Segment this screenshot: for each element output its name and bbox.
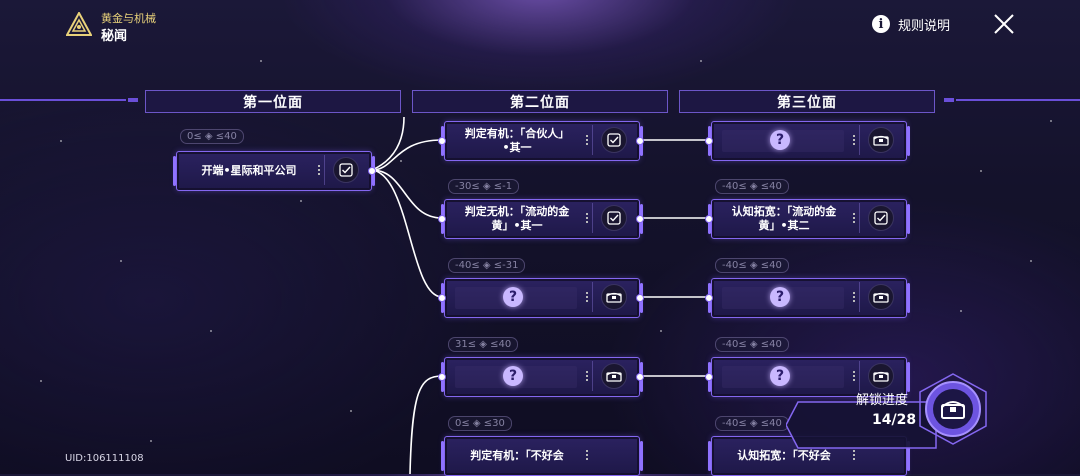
check-icon [601,127,627,153]
connector-dot [636,294,644,302]
plane3-node-4-locked[interactable]: ? [708,357,910,397]
more-icon [586,134,589,148]
node-slot [592,203,635,233]
check-icon [333,157,359,183]
question-icon: ? [503,366,523,386]
more-icon [853,370,856,384]
node-label: 判定无机：「流动的金黄」•其一 [464,205,570,232]
plane2-node-2[interactable]: 判定无机：「流动的金黄」•其一 [441,199,643,239]
progress-value: 14/28 [872,412,917,428]
header-rule-right [956,99,1080,101]
column-header-plane-1: 第一位面 [145,90,401,113]
connector-dot [705,294,713,302]
connector-dot [705,137,713,145]
header-rule-ornament [128,98,138,102]
chest-icon [868,284,894,310]
chest-icon [601,363,627,389]
question-icon: ? [770,130,790,150]
plane3-node-2[interactable]: 认知拓宽：「流动的金黄」•其二 [708,199,910,239]
connector-dot [705,215,713,223]
range-tag: 0≤ ◈ ≤30 [448,416,512,431]
node-slot [324,155,367,185]
connector-dot [438,373,446,381]
plane1-node-start[interactable]: 开端•星际和平公司 [173,151,375,191]
header-rule-left [0,99,126,101]
node-label: 认知拓宽：「不好会 [737,449,831,462]
node-slot [859,282,902,312]
range-tag: -40≤ ◈ ≤-31 [448,258,526,273]
node-label: 判定有机：「不好会 [470,449,564,462]
check-icon [601,205,627,231]
range-tag: -30≤ ◈ ≤-1 [448,179,520,194]
connector-dot [368,167,376,175]
node-slot [592,361,635,391]
more-icon [853,291,856,305]
connector-dot [438,294,446,302]
info-icon: i [872,15,890,33]
plane2-node-3-locked[interactable]: ? [441,278,643,318]
progress-label: 解锁进度 [856,393,909,408]
chest-icon [868,363,894,389]
column-header-plane-2: 第二位面 [412,90,668,113]
range-tag: -40≤ ◈ ≤40 [715,416,789,431]
node-slot [592,282,635,312]
node-slot [859,203,902,233]
header-rule-ornament-right [944,98,954,102]
node-slot [859,125,902,155]
progress-chest-button[interactable] [919,373,987,445]
check-icon [868,205,894,231]
node-label: 开端•星际和平公司 [201,164,297,177]
connector-dot [636,137,644,145]
plane2-node-4-locked[interactable]: ? [441,357,643,397]
more-icon [853,449,856,463]
page-title: 秘闻 [101,29,128,44]
node-slot [592,125,635,155]
connector-dot [438,215,446,223]
more-icon [586,212,589,226]
brand-subtitle: 黄金与机械 [101,12,156,25]
range-tag: -40≤ ◈ ≤40 [715,258,789,273]
node-slot [859,361,902,391]
more-icon [586,449,589,463]
plane2-node-5[interactable]: 判定有机：「不好会 [441,436,643,476]
chest-icon [941,401,965,419]
node-label: 认知拓宽：「流动的金黄」•其二 [731,205,837,232]
connector-dot [438,137,446,145]
connector-dot [636,215,644,223]
question-icon: ? [770,366,790,386]
connector-dot [705,373,713,381]
range-tag: 31≤ ◈ ≤40 [448,337,519,352]
more-icon [853,212,856,226]
question-icon: ? [770,287,790,307]
more-icon [853,134,856,148]
plane3-node-1-locked[interactable]: ? [708,121,910,161]
column-header-plane-3: 第三位面 [679,90,935,113]
more-icon [318,164,321,178]
question-icon: ? [503,287,523,307]
range-tag: -40≤ ◈ ≤40 [715,337,789,352]
rules-button[interactable]: i 规则说明 [872,14,950,34]
plane3-node-3-locked[interactable]: ? [708,278,910,318]
plane2-node-1[interactable]: 判定有机：「合伙人」•其一 [441,121,643,161]
more-icon [586,370,589,384]
close-icon[interactable] [992,12,1016,36]
user-id: UID:106111108 [65,453,144,464]
event-logo-icon [66,12,92,36]
connector-dot [636,373,644,381]
rules-label: 规则说明 [898,18,951,34]
chest-icon [868,127,894,153]
range-tag: -40≤ ◈ ≤40 [715,179,789,194]
node-label: 判定有机：「合伙人」•其一 [464,127,570,154]
range-tag: 0≤ ◈ ≤40 [180,129,244,144]
unlock-progress-panel[interactable] [786,376,1080,474]
more-icon [586,291,589,305]
chest-icon [601,284,627,310]
